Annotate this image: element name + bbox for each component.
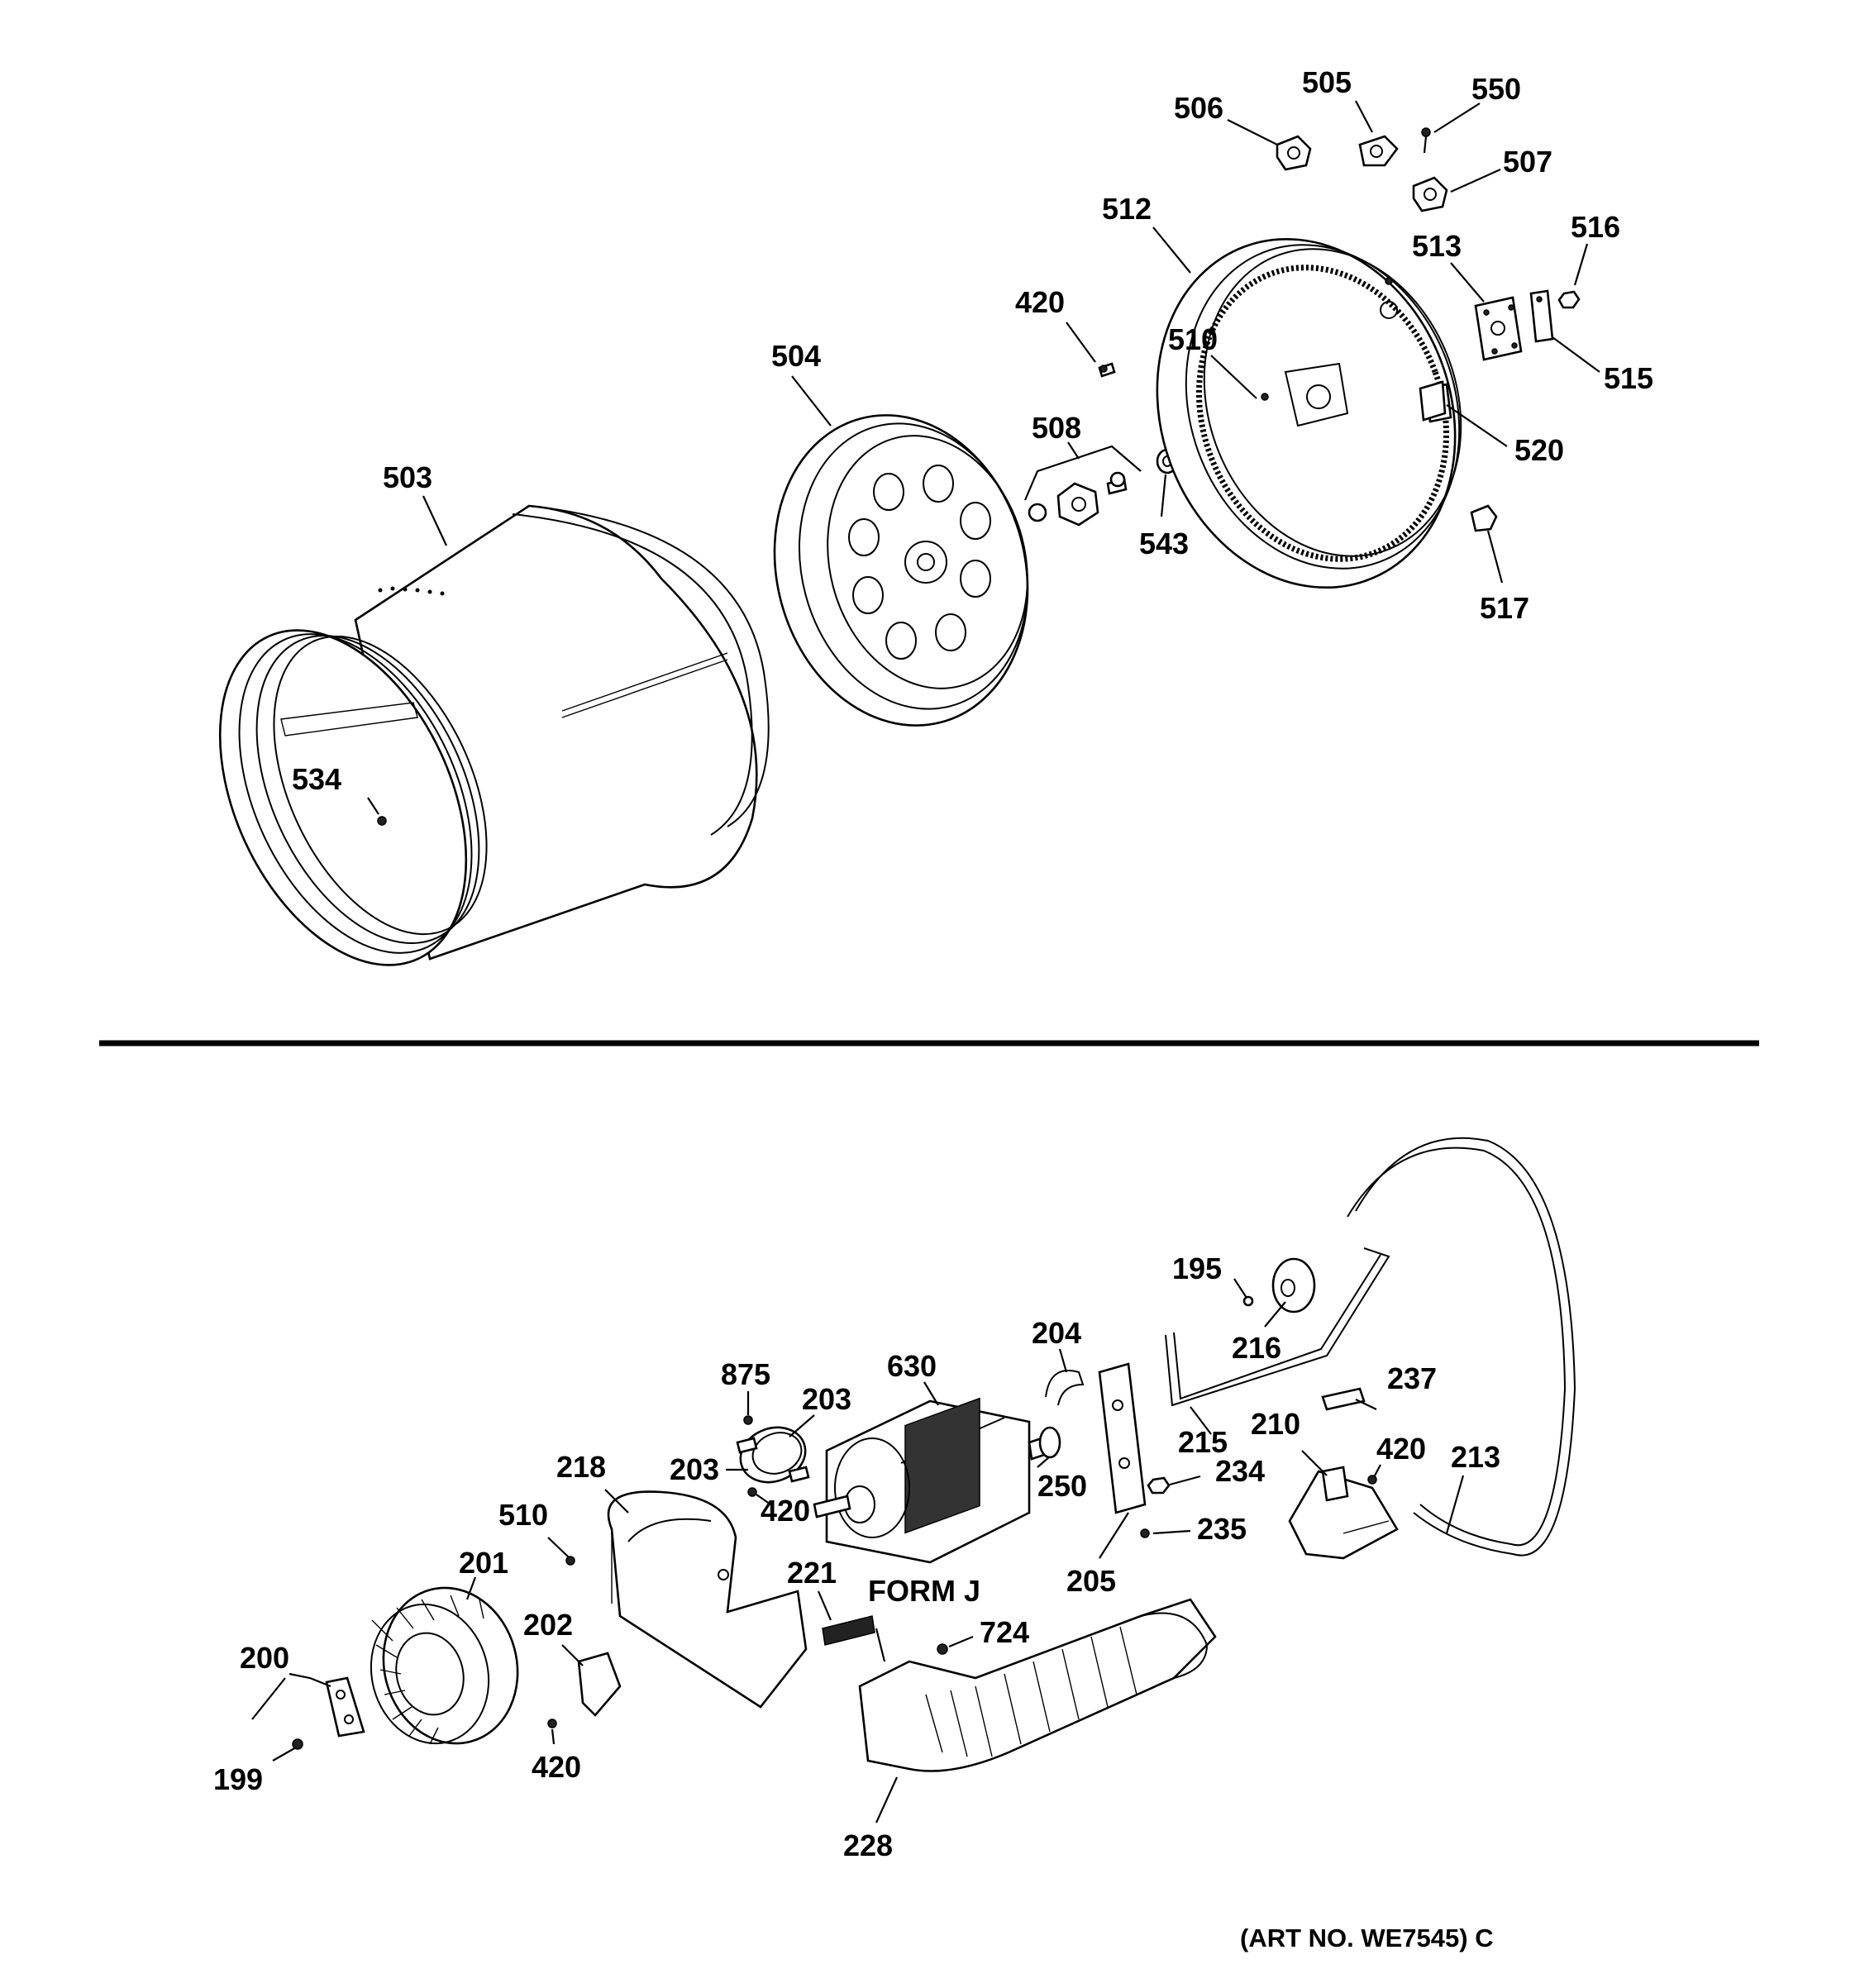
- part-218-blower-housing: [607, 1490, 808, 1709]
- part-200-bracket: [325, 1676, 365, 1738]
- part-513-bracket: [1474, 296, 1523, 361]
- callout-504: 504: [771, 339, 821, 373]
- callout-516: 516: [1571, 210, 1620, 244]
- callout-200: 200: [240, 1641, 289, 1675]
- part-507-roller-support: [1412, 176, 1448, 212]
- form-label: FORM J: [868, 1574, 980, 1608]
- callout-517: 517: [1480, 591, 1529, 625]
- callout-216: 216: [1232, 1331, 1281, 1365]
- callout-420-motor: 420: [761, 1494, 810, 1528]
- part-505-roller-support: [1358, 135, 1399, 167]
- callout-199: 199: [213, 1762, 263, 1796]
- callout-237: 237: [1387, 1361, 1437, 1395]
- part-724-screw: [937, 1643, 948, 1655]
- callout-420-right: 420: [1376, 1432, 1426, 1466]
- part-221-seal: [822, 1615, 886, 1662]
- callout-512: 512: [1102, 192, 1152, 226]
- part-213-drive-belt: [1347, 1137, 1576, 1557]
- callout-503: 503: [383, 460, 432, 494]
- callout-515: 515: [1604, 361, 1653, 395]
- part-516-nut: [1557, 290, 1581, 309]
- part-420-screw-mid: [1367, 1475, 1377, 1485]
- callout-534: 534: [292, 762, 341, 796]
- callout-215: 215: [1178, 1425, 1228, 1459]
- part-237-switch: [1321, 1387, 1366, 1411]
- part-210-motor-mount: [1288, 1466, 1399, 1560]
- art-number: (ART NO. WE7545) C: [1240, 1924, 1494, 1952]
- callout-510-top: 510: [1168, 322, 1218, 356]
- callout-201: 201: [459, 1546, 508, 1580]
- callout-195: 195: [1172, 1251, 1222, 1285]
- callout-234: 234: [1215, 1454, 1265, 1488]
- leader-lines-top: [367, 100, 1600, 815]
- callouts-bottom: 195 216 204 630 875 203 203 420 218 510 …: [213, 1251, 1500, 1862]
- callout-228: 228: [843, 1828, 893, 1862]
- callout-506: 506: [1174, 91, 1223, 125]
- callout-213: 213: [1451, 1440, 1500, 1474]
- callouts-top: 503 504 534 508 420 543 512 510 506 505 …: [292, 65, 1653, 796]
- callout-520: 520: [1514, 433, 1564, 467]
- callout-218: 218: [556, 1450, 606, 1484]
- part-215-idler-arm: [1165, 1247, 1390, 1407]
- part-515-strap: [1529, 289, 1554, 343]
- part-199-screw: [292, 1738, 303, 1750]
- callout-630: 630: [887, 1349, 937, 1383]
- part-504-drum-rear-head: [773, 414, 1029, 727]
- part-508-hub-hardware: [1028, 471, 1128, 527]
- part-195-retainer: [1242, 1295, 1254, 1307]
- callout-205: 205: [1066, 1564, 1116, 1598]
- part-420-screw-blower: [547, 1719, 557, 1728]
- part-420-screw-motor: [747, 1487, 757, 1497]
- part-205-bracket: [1098, 1362, 1147, 1514]
- part-216-idler-pulley: [1271, 1257, 1316, 1313]
- part-234-nut: [1147, 1476, 1171, 1495]
- part-204-clamp: [1045, 1370, 1085, 1406]
- part-201-blower-wheel: [370, 1586, 519, 1745]
- callout-510-bottom: 510: [498, 1498, 548, 1532]
- callout-420-top: 420: [1015, 285, 1065, 319]
- part-503-vent-dots: [378, 586, 445, 596]
- callout-235: 235: [1197, 1512, 1247, 1546]
- callout-550: 550: [1471, 72, 1521, 106]
- part-203-clamp: [736, 1426, 810, 1484]
- part-512-rear-bulkhead: [1156, 237, 1462, 589]
- part-875-screw: [743, 1415, 753, 1425]
- callout-507: 507: [1503, 145, 1552, 179]
- callout-210: 210: [1251, 1407, 1300, 1441]
- part-630-motor: [813, 1397, 1058, 1564]
- part-202-clip: [577, 1652, 622, 1717]
- callout-420-blower: 420: [532, 1750, 581, 1784]
- leader-lines-bottom: [251, 1278, 1465, 1824]
- part-506-roller-support: [1276, 135, 1312, 171]
- callout-724: 724: [980, 1615, 1029, 1649]
- part-235-screw: [1140, 1528, 1150, 1538]
- part-228-exhaust-duct: [858, 1598, 1217, 1772]
- callout-875: 875: [721, 1357, 770, 1391]
- part-550-screw: [1421, 127, 1431, 154]
- callout-250: 250: [1037, 1469, 1087, 1503]
- callout-508: 508: [1032, 411, 1081, 445]
- callout-513: 513: [1412, 229, 1462, 263]
- part-517-bumper: [1470, 504, 1498, 532]
- callout-203-upper: 203: [802, 1382, 851, 1416]
- callout-202: 202: [523, 1608, 573, 1642]
- part-520-clip: [1419, 380, 1447, 422]
- part-503-drum: [218, 504, 770, 966]
- callout-203-lower: 203: [670, 1452, 719, 1486]
- callout-221: 221: [787, 1556, 837, 1590]
- callout-505: 505: [1302, 65, 1352, 99]
- part-420-screw-top: [1098, 362, 1116, 378]
- part-250-pulley: [1038, 1426, 1061, 1459]
- callout-543: 543: [1139, 527, 1189, 560]
- part-510-screw-blower: [565, 1556, 575, 1566]
- callout-204: 204: [1032, 1316, 1081, 1350]
